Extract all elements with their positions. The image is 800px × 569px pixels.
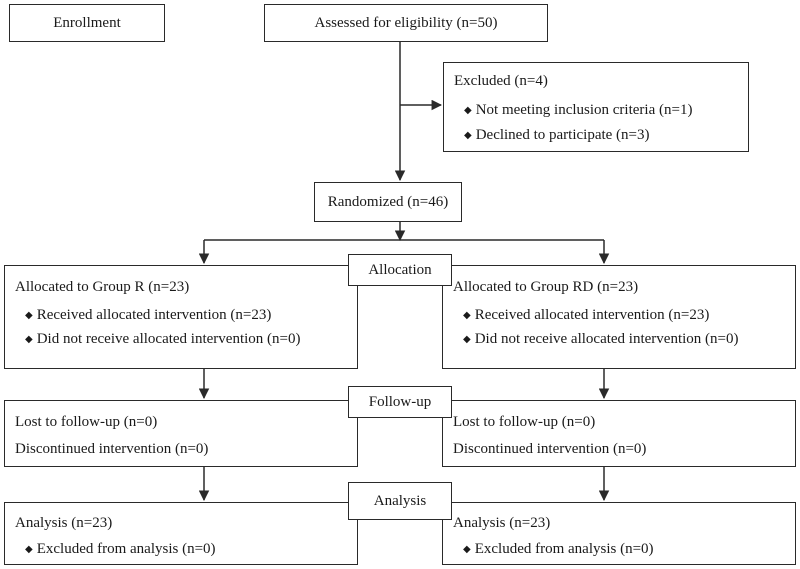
diamond-bullet-icon: ◆ [25,334,33,345]
excluded-item: ◆Not meeting inclusion criteria (n=1) [464,102,693,118]
group-rd-discontinued-label: Discontinued intervention (n=0) [453,441,647,457]
diamond-bullet-icon: ◆ [464,105,472,116]
excluded-item: ◆Declined to participate (n=3) [464,127,650,143]
diamond-bullet-icon: ◆ [25,544,33,555]
assessed-label: Assessed for eligibility (n=50) [314,15,498,31]
group-r-discontinued-label: Discontinued intervention (n=0) [15,441,209,457]
group-rd-analysis-box: Analysis (n=23) ◆Excluded from analysis … [442,502,796,565]
group-r-allocation-box: Allocated to Group R (n=23) ◆Received al… [4,265,358,369]
group-r-not-received: ◆Did not receive allocated intervention … [25,331,301,347]
diamond-bullet-icon: ◆ [463,310,471,321]
randomized-box: Randomized (n=46) [314,182,462,222]
group-rd-received: ◆Received allocated intervention (n=23) [463,307,710,323]
group-rd-excluded-analysis: ◆Excluded from analysis (n=0) [463,541,654,557]
followup-stage-box: Follow-up [348,386,452,418]
group-r-allocated-label: Allocated to Group R (n=23) [15,279,190,295]
enrollment-box: Enrollment [9,4,165,42]
group-rd-allocated-label: Allocated to Group RD (n=23) [453,279,639,295]
group-r-received: ◆Received allocated intervention (n=23) [25,307,272,323]
analysis-stage-box: Analysis [348,482,452,520]
enrollment-label: Enrollment [53,15,121,31]
diamond-bullet-icon: ◆ [463,334,471,345]
group-rd-lost-label: Lost to follow-up (n=0) [453,414,596,430]
excluded-box: Excluded (n=4) ◆Not meeting inclusion cr… [443,62,749,152]
group-r-analysis-label: Analysis (n=23) [15,515,113,531]
diamond-bullet-icon: ◆ [464,130,472,141]
group-r-lost-label: Lost to follow-up (n=0) [15,414,158,430]
followup-stage-label: Follow-up [368,394,432,410]
randomized-label: Randomized (n=46) [327,194,449,210]
group-rd-analysis-label: Analysis (n=23) [453,515,551,531]
allocation-stage-label: Allocation [368,262,432,278]
diamond-bullet-icon: ◆ [463,544,471,555]
diamond-bullet-icon: ◆ [25,310,33,321]
group-rd-not-received: ◆Did not receive allocated intervention … [463,331,739,347]
analysis-stage-label: Analysis [373,493,427,509]
group-rd-followup-box: Lost to follow-up (n=0) Discontinued int… [442,400,796,467]
group-r-followup-box: Lost to follow-up (n=0) Discontinued int… [4,400,358,467]
group-r-analysis-box: Analysis (n=23) ◆Excluded from analysis … [4,502,358,565]
excluded-label: Excluded (n=4) [454,73,548,89]
group-rd-allocation-box: Allocated to Group RD (n=23) ◆Received a… [442,265,796,369]
assessed-box: Assessed for eligibility (n=50) [264,4,548,42]
group-r-excluded-analysis: ◆Excluded from analysis (n=0) [25,541,216,557]
allocation-stage-box: Allocation [348,254,452,286]
